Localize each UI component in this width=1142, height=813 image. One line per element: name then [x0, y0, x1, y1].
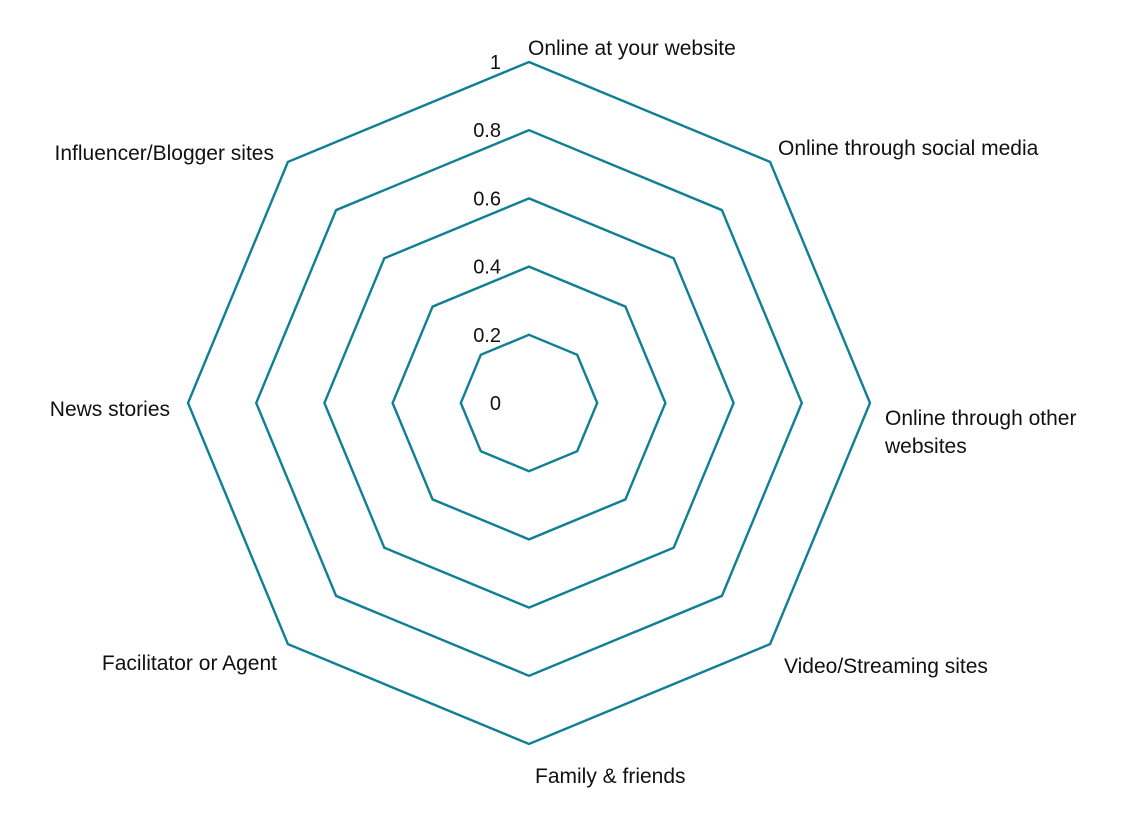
radial-tick-label: 0.8: [473, 120, 501, 142]
axis-label: Family & friends: [535, 765, 686, 788]
radial-tick-label: 0.2: [473, 325, 501, 347]
axis-label: News stories: [50, 398, 170, 421]
grid-ring-0-4: [391, 265, 667, 541]
radial-tick-label: 1: [490, 52, 501, 74]
axis-label: Online at your website: [528, 37, 736, 60]
radial-tick-label: 0: [490, 393, 501, 415]
axis-label: Facilitator or Agent: [102, 652, 277, 675]
axis-label: Online through social media: [778, 137, 1039, 160]
radial-tick-label: 0.4: [473, 257, 501, 279]
radial-tick-label: 0.6: [473, 188, 501, 210]
grid-ring-1: [186, 60, 872, 746]
axis-label: Video/Streaming sites: [784, 655, 988, 678]
grid-ring-0-6: [323, 197, 735, 609]
grid-ring-0-2: [459, 333, 599, 473]
grid-ring-0-8: [254, 128, 804, 678]
axis-label: Influencer/Blogger sites: [55, 142, 274, 165]
